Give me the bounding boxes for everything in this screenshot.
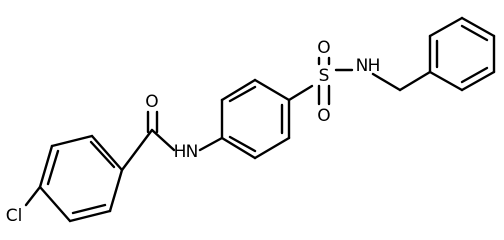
bond-ring2-4 <box>253 78 291 102</box>
bond-ring3-3 <box>460 16 496 38</box>
atom-label-carbonyl-oxygen: O <box>145 92 158 112</box>
bond-ring1-4 <box>38 185 72 223</box>
atom-label-sulfonamide-hydrogen: H <box>368 56 381 76</box>
bond-ring1-2 <box>50 134 94 148</box>
atom-label-sulfur: S <box>319 66 330 86</box>
bond-n-ch2 <box>371 72 402 92</box>
structure-canvas: O H N O S O N H Cl <box>6 16 496 226</box>
bond-ring1-1-inner <box>89 140 116 169</box>
bond-ring2-5-inner <box>228 85 257 103</box>
atom-label-chlorine: Cl <box>6 206 23 226</box>
bond-n-ring2 <box>198 136 224 152</box>
atom-label-sulfonamide-nitrogen: N <box>356 56 369 76</box>
atom-label-amide-hydrogen: H <box>174 142 187 162</box>
bond-ring1-6 <box>108 168 124 213</box>
bond-ring1-3-inner <box>46 149 60 186</box>
bond-ring1-5 <box>68 209 112 223</box>
bond-ring3-3-inner <box>460 24 489 42</box>
bond-ring1-carbonyl <box>120 128 154 172</box>
bond-c-cl <box>24 185 42 207</box>
bond-ring3-5 <box>460 70 496 92</box>
bond-ring2-1-inner <box>228 135 257 153</box>
bond-ring3-6 <box>428 70 464 92</box>
atom-label-amide-nitrogen: N <box>186 142 199 162</box>
bonds <box>24 16 496 223</box>
bond-ring1-3 <box>38 144 54 189</box>
bond-ring3-5-inner <box>460 66 489 84</box>
bond-ring1-1 <box>90 134 124 172</box>
atom-label-sulfonyl-oxygen-bottom: O <box>317 106 330 126</box>
bond-ring1-5-inner <box>71 203 107 215</box>
bond-carbonyl-n <box>150 128 176 152</box>
bond-ring3-2 <box>428 16 464 38</box>
bond-ring2-1 <box>220 136 257 160</box>
molecule-diagram: O H N O S O N H Cl <box>6 16 496 226</box>
bond-ring2-s <box>287 84 314 102</box>
atom-label-sulfonyl-oxygen-top: O <box>317 38 330 58</box>
bond-ch2-ring3 <box>398 70 432 92</box>
atom-labels: O H N O S O N H Cl <box>6 38 381 226</box>
bond-ring2-5 <box>220 78 257 102</box>
bond-ring2-2 <box>253 136 291 160</box>
